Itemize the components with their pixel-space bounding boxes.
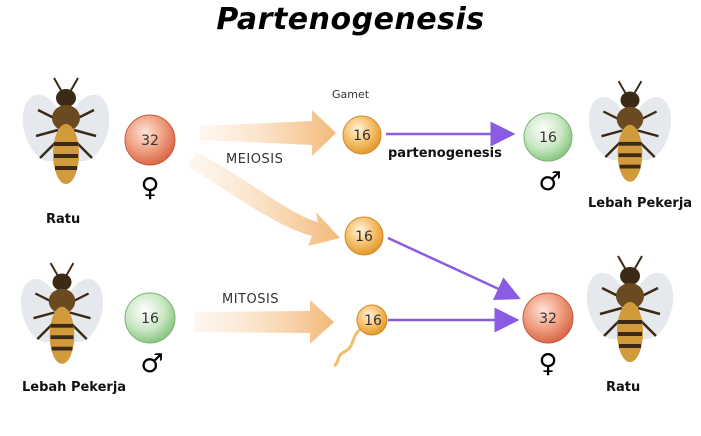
page-title: Partenogenesis: [216, 2, 485, 37]
cell-sperm-value: 16: [364, 313, 382, 329]
queen-right-caption: Ratu: [606, 380, 641, 395]
arrow-gamete-to-queen: [387, 236, 521, 301]
meiosis-label: MEIOSIS: [226, 152, 284, 167]
queen-bee-right-image: [578, 254, 682, 364]
cell-sperm: 16: [333, 304, 388, 368]
queen-left-caption: Ratu: [46, 212, 81, 227]
mitosis-label: MITOSIS: [222, 292, 280, 307]
cell-worker-left: 16: [124, 292, 176, 344]
cell-offspring-queen-value: 32: [539, 311, 557, 327]
cell-gamete-top: 16: [342, 115, 382, 155]
cell-queen-left-value: 32: [141, 133, 159, 149]
worker-bee-right-image: [581, 79, 679, 183]
gamet-label: Gamet: [332, 88, 370, 101]
worker-right-caption: Lebah Pekerja: [588, 196, 693, 211]
male-symbol-right: ♂: [538, 167, 561, 197]
worker-left-caption: Lebah Pekerja: [22, 380, 127, 395]
cell-gamete-mid: 16: [344, 216, 384, 256]
cell-queen-left: 32: [124, 114, 176, 166]
arrow-queen-to-gamete-mid: [188, 152, 340, 246]
cell-worker-left-value: 16: [141, 311, 159, 327]
worker-bee-left-image: [13, 261, 111, 365]
arrow-queen-to-gamete-top: [200, 110, 336, 156]
cell-gamete-top-value: 16: [353, 128, 371, 144]
arrow-worker-to-sperm: [194, 300, 334, 344]
queen-bee-left-image: [14, 76, 118, 186]
female-symbol-right: ♀: [538, 349, 557, 379]
male-symbol-left: ♂: [140, 349, 163, 379]
female-symbol-left: ♀: [140, 173, 159, 203]
cell-offspring-queen: 32: [522, 292, 574, 344]
cell-offspring-worker: 16: [523, 112, 573, 162]
cell-gamete-mid-value: 16: [355, 229, 373, 245]
cell-offspring-worker-value: 16: [539, 130, 557, 146]
partenogenesis-label: partenogenesis: [388, 146, 502, 161]
